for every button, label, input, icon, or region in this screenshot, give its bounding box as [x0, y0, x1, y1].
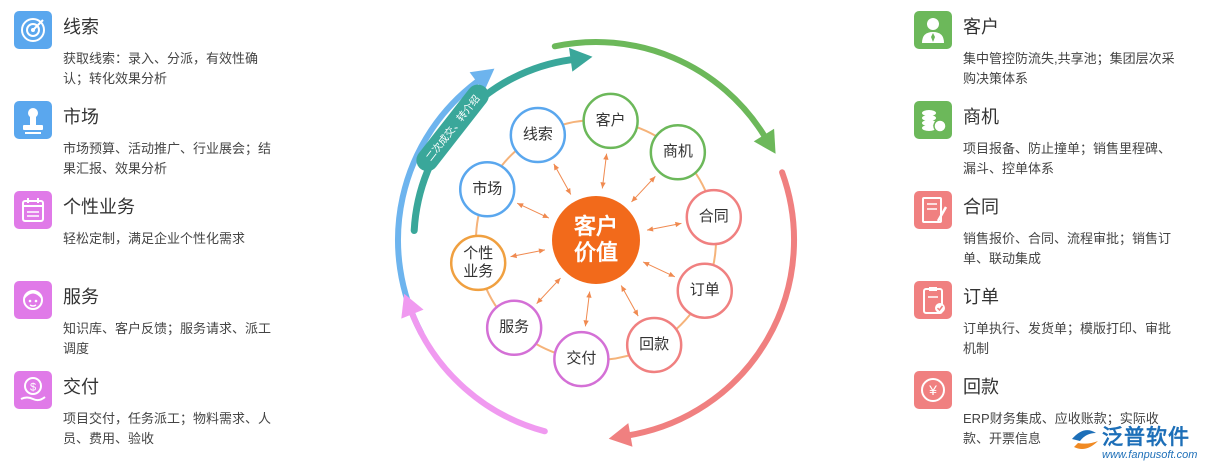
money-hand-icon: $ — [14, 371, 52, 409]
spoke-arrow-head — [675, 221, 682, 228]
ring-node-label: 交付 — [566, 349, 596, 367]
feature-title: 个性业务 — [63, 197, 135, 217]
ring-node-label: 业务 — [463, 263, 493, 280]
spoke-arrow-head — [621, 285, 627, 293]
spoke-arrow-head — [600, 182, 606, 189]
feature-title: 服务 — [63, 287, 99, 307]
feature-description: 获取线索：录入、分派，有效性确认；转化效果分析 — [63, 51, 259, 86]
spoke-arrow-head — [553, 163, 560, 171]
ring-node-circle — [625, 316, 683, 374]
arrow-head-teal — [569, 47, 593, 72]
feature-description: 知识库、客户反馈；服务请求、派工调度 — [63, 321, 272, 356]
feature-description: 市场预算、活动推广、行业展会；结果汇报、效果分析 — [63, 141, 272, 176]
arc-label-bg — [416, 84, 489, 172]
spoke-arrow-head — [668, 271, 675, 277]
yen-icon: ¥ — [914, 371, 952, 409]
clipboard-check-icon — [914, 281, 952, 319]
feature-description: 集中管控防流失,共享池；集团层次采购决策体系 — [963, 51, 1175, 86]
spoke-arrow-head — [631, 195, 638, 202]
spoke-arrow-head — [647, 226, 654, 232]
stamp-icon — [14, 101, 52, 139]
feature-title: 商机 — [963, 107, 999, 127]
ring-node-label: 客户 — [596, 112, 626, 129]
feature-title: 订单 — [963, 287, 999, 307]
ring-node-label: 订单 — [690, 282, 720, 299]
spoke-arrow-head — [538, 248, 545, 254]
coins-icon — [914, 101, 952, 139]
outer-arc-green — [551, 39, 767, 139]
ring-node-circle — [553, 330, 610, 388]
feature-description: 项目报备、防止撞单；销售里程碑、漏斗、控单体系 — [963, 141, 1172, 176]
svg-text:$: $ — [30, 382, 36, 394]
feature-title: 市场 — [63, 107, 99, 127]
spoke-arrow-head — [583, 320, 589, 327]
ring-node-label: 商机 — [663, 143, 693, 160]
center-value-circle — [552, 196, 640, 284]
ring-node-circle — [449, 234, 507, 292]
fanpusoft-logo: 泛普软件 www.fanpusoft.com — [1068, 421, 1203, 467]
arc-label-badge: 二次成交、转介绍 — [416, 84, 489, 172]
spoke-arrow-head — [649, 176, 656, 183]
logo-brand-text: 泛普软件 — [1102, 426, 1190, 449]
ring-node-label: 回款 — [639, 336, 669, 353]
feature-description: 订单执行、发货单；模版打印、审批机制 — [963, 321, 1172, 356]
spoke-arrow-head — [542, 213, 549, 219]
ring-node-label: 线索 — [523, 126, 553, 143]
headset-agent-icon — [14, 281, 52, 319]
feature-title: 合同 — [963, 197, 999, 217]
logo-mark-icon — [1072, 430, 1098, 449]
center-label-line2: 价值 — [574, 240, 618, 265]
feature-title: 客户 — [963, 17, 999, 37]
spoke-arrow-head — [510, 252, 517, 259]
ring-node-label: 合同 — [699, 208, 729, 225]
feature-description: 轻松定制，满足企业个性化需求 — [63, 231, 246, 246]
ring-node-circle — [649, 123, 707, 181]
feature-title: 回款 — [963, 377, 999, 397]
spoke-arrow-head — [632, 309, 639, 317]
spoke-arrow-head — [536, 297, 543, 304]
feature-description: 项目交付，任务派工；物料需求、人员、费用、验收 — [63, 411, 272, 446]
ring-node-circle — [458, 161, 516, 218]
arrow-head-green — [753, 128, 776, 154]
outer-arc-pink — [409, 311, 548, 435]
spoke-arrow-head — [565, 187, 571, 195]
ring-node-label: 个性 — [463, 245, 493, 262]
feature-description: ERP财务集成、应收账款；实际收款、开票信息 — [963, 411, 1159, 446]
ring-node-circle — [485, 299, 543, 357]
spoke-arrow-head — [586, 291, 592, 298]
arrow-head-pink — [401, 293, 424, 319]
ring-node-circle — [685, 188, 743, 246]
ring-node-label: 市场 — [472, 180, 502, 197]
feature-title: 交付 — [63, 377, 99, 397]
arrow-head-blue — [469, 68, 495, 92]
feature-title: 线索 — [63, 17, 99, 37]
person-icon — [914, 11, 952, 49]
svg-text:¥: ¥ — [928, 382, 937, 398]
outer-arc-red — [627, 169, 798, 438]
center-label-line1: 客户 — [574, 214, 618, 239]
feature-description: 销售报价、合同、流程审批；销售订单、联动集成 — [963, 231, 1172, 266]
target-icon — [14, 11, 52, 49]
ring-node-circle — [676, 262, 734, 319]
contract-icon — [914, 191, 952, 229]
ring-node-circle — [509, 106, 567, 164]
spoke-arrow-head — [603, 153, 609, 160]
spoke-arrow-head — [517, 203, 524, 209]
spoke-arrow-head — [643, 261, 650, 267]
logo-url-text: www.fanpusoft.com — [1102, 449, 1198, 461]
arrow-head-red — [608, 423, 633, 447]
ring-node-circle — [582, 92, 639, 150]
ring-node-label: 服务 — [499, 319, 529, 336]
calendar-icon — [14, 191, 52, 229]
spoke-arrow-head — [554, 278, 561, 285]
